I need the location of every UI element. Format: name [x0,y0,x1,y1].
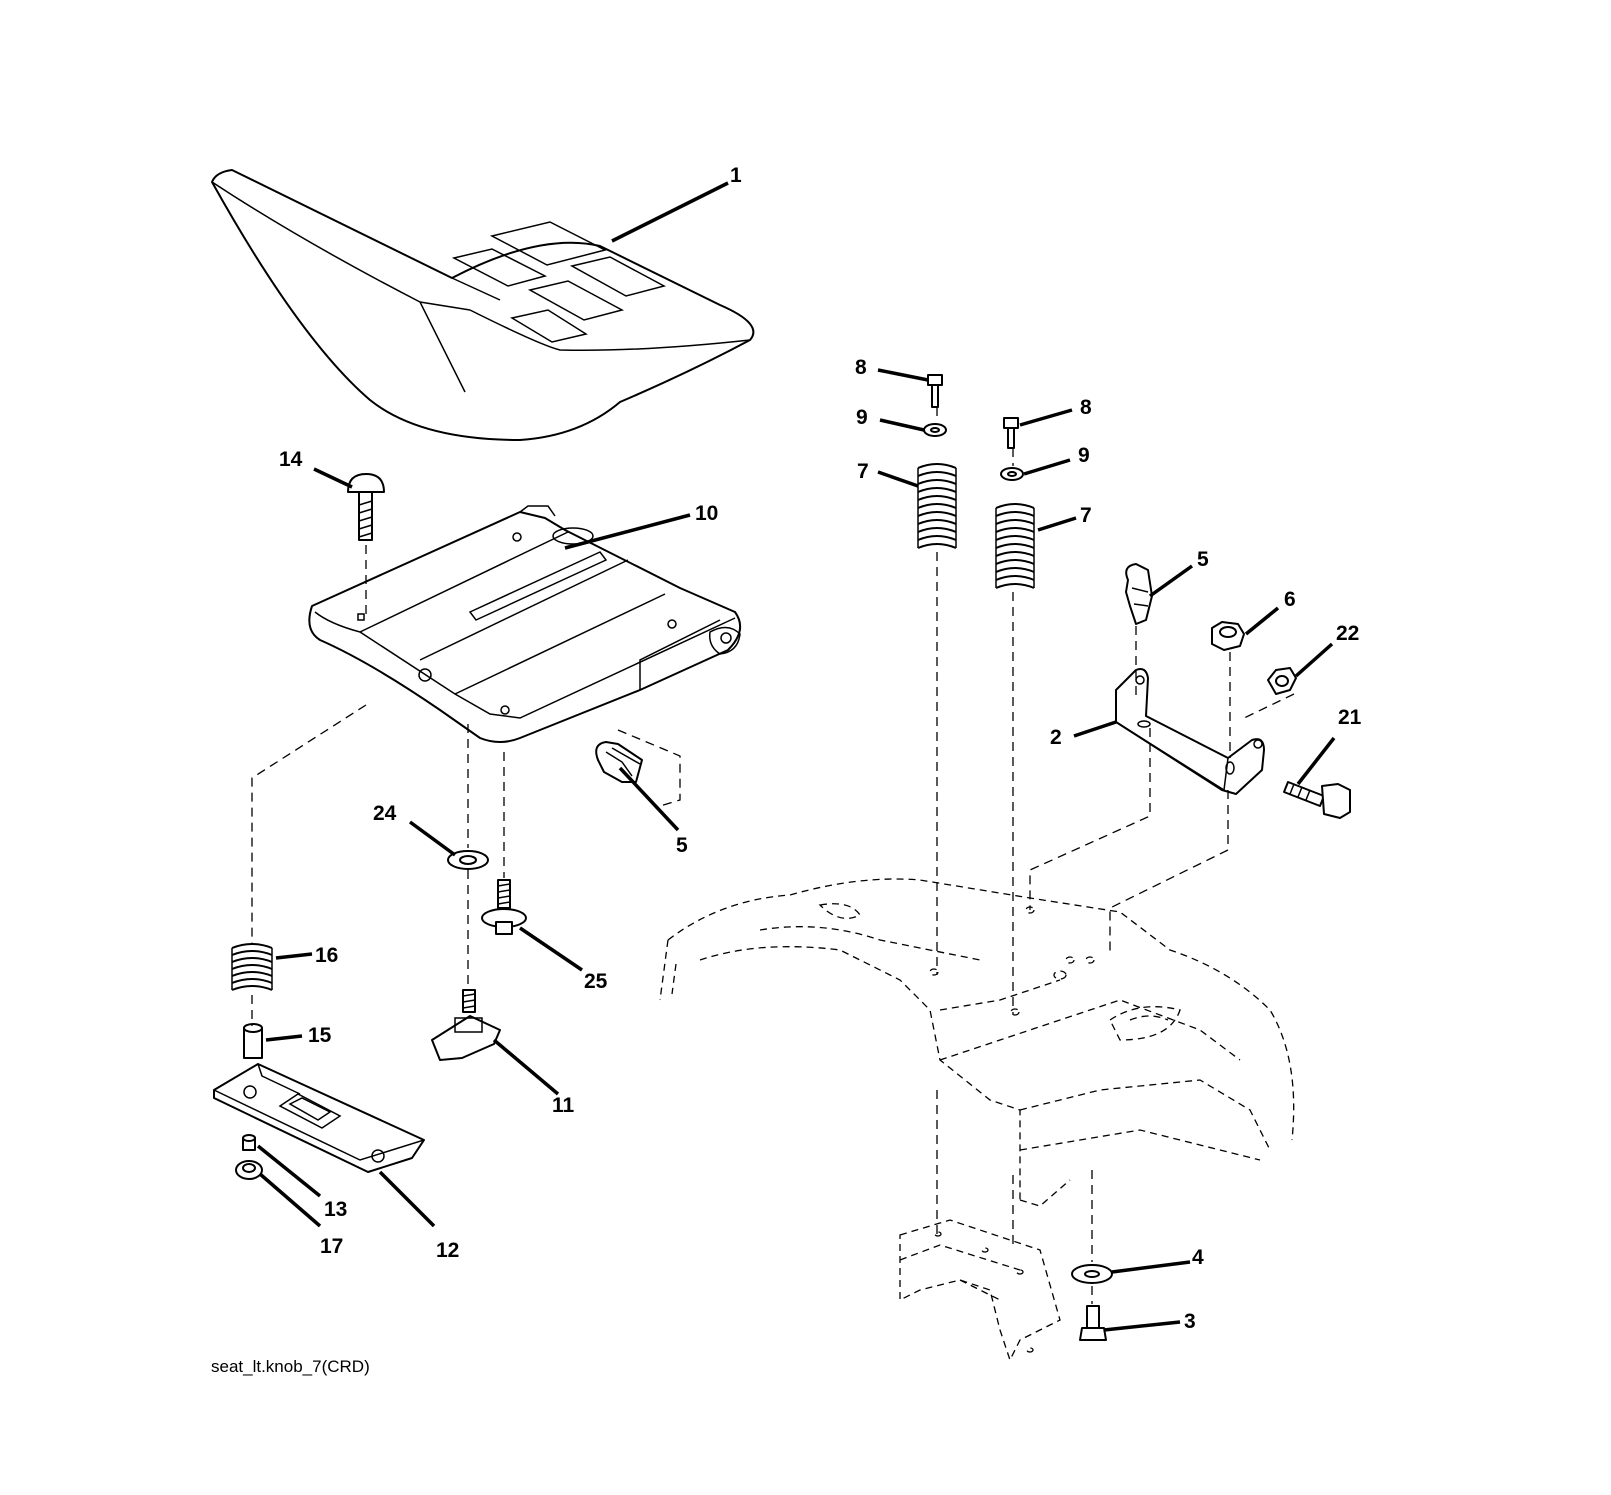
seat [211,169,755,441]
carriage-bolt [347,473,385,541]
callout-25: 25 [584,970,608,993]
spring-16 [231,943,273,991]
callout-2: 2 [1050,726,1062,749]
nut-22 [1267,667,1297,695]
washer-4 [1071,1264,1113,1284]
callout-12: 12 [436,1239,459,1262]
callout-8-left: 8 [855,356,867,379]
clip-right [1125,563,1153,625]
leader-lines [256,181,1336,1332]
washer-9-right [1000,467,1024,481]
alignment-lines [251,407,1295,1304]
callout-16: 16 [315,944,338,967]
callout-6: 6 [1284,588,1296,611]
callout-5-left: 5 [676,834,688,857]
diagram-caption: seat_lt.knob_7(CRD) [211,1357,370,1376]
bolt-3 [1079,1305,1107,1341]
bushing-13 [242,1134,256,1151]
callout-15: 15 [308,1024,332,1047]
callout-10: 10 [695,502,718,525]
bolt-8-right [1003,417,1019,449]
callout-4: 4 [1192,1246,1204,1269]
callout-7-left: 7 [857,460,869,483]
spring-7-right [995,503,1035,589]
washer-24 [447,850,489,870]
bolt-8-left [927,374,943,408]
callout-13: 13 [324,1198,347,1221]
nut-17 [235,1160,263,1180]
callout-14: 14 [279,448,303,471]
spring-7-left [917,463,957,549]
washer-9-left [923,423,947,437]
callout-7-right: 7 [1080,504,1092,527]
callout-11: 11 [552,1094,575,1117]
nut-6 [1211,621,1245,651]
callout-labels: 1 14 10 24 5 25 16 15 11 13 17 12 8 9 7 … [279,164,1362,1333]
callout-3: 3 [1184,1310,1196,1333]
bolt-21 [1283,781,1351,819]
callout-9-right: 9 [1078,444,1090,467]
clip-left [595,741,643,783]
shoulder-bolt [481,879,527,935]
seat-pan [308,505,742,743]
callout-21: 21 [1338,706,1362,729]
callout-17: 17 [320,1235,343,1258]
spacer-15 [243,1023,263,1059]
callout-24: 24 [373,802,397,825]
callout-5-right: 5 [1197,548,1209,571]
callout-22: 22 [1336,622,1359,645]
slide-plate [213,1063,425,1173]
callout-9-left: 9 [856,406,868,429]
callout-8-right: 8 [1080,396,1092,419]
tractor-frame-phantom [659,878,1295,1362]
knob-11 [431,989,501,1061]
callout-1: 1 [730,164,742,187]
bracket-2 [1115,668,1265,795]
